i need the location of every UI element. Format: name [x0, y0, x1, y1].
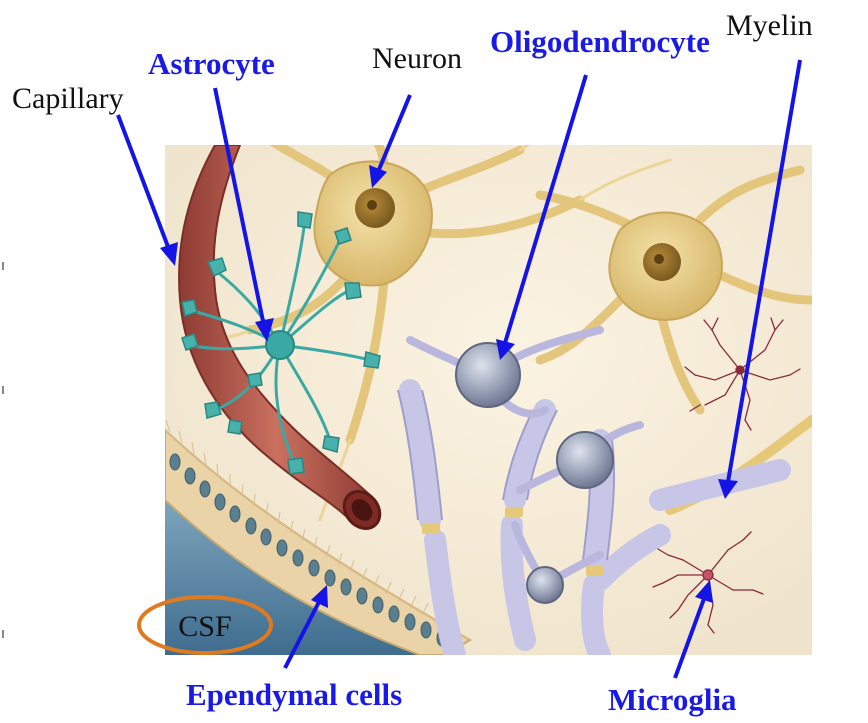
neuron-label: Neuron: [372, 42, 462, 75]
astrocyte-cell: [181, 211, 381, 475]
myelin-sheaths: [397, 379, 791, 655]
myelin-arrow: [718, 59, 802, 499]
ependymal-label: Ependymal cells: [186, 677, 402, 712]
capillary-vessel: [178, 145, 382, 530]
left-edge-marks: [2, 262, 4, 638]
microglia-upper: [684, 317, 801, 431]
pointer-arrows: [116, 59, 802, 679]
microglia-lower: [652, 531, 764, 634]
neuron-left: [188, 145, 672, 522]
microglia-label: Microglia: [608, 682, 737, 717]
oligodendrocyte-label: Oligodendrocyte: [490, 24, 710, 59]
microglia-cells: [652, 317, 801, 634]
capillary-label: Capillary: [12, 82, 124, 115]
csf-label: CSF: [178, 610, 231, 643]
astrocyte-label: Astrocyte: [148, 46, 275, 81]
oligodendrocyte-arrow: [496, 74, 588, 360]
microglia-arrow: [673, 580, 713, 679]
ependymal-arrow: [283, 585, 328, 669]
illustration-panel: [165, 145, 812, 655]
capillary-arrow: [116, 114, 178, 266]
oligodendrocyte-cells: [406, 326, 644, 604]
neuron-arrow: [369, 94, 412, 188]
astrocyte-arrow: [213, 87, 274, 342]
myelin-label: Myelin: [726, 9, 813, 42]
csf-callout: CSF: [137, 595, 273, 655]
csf-fluid-region: [165, 500, 420, 655]
